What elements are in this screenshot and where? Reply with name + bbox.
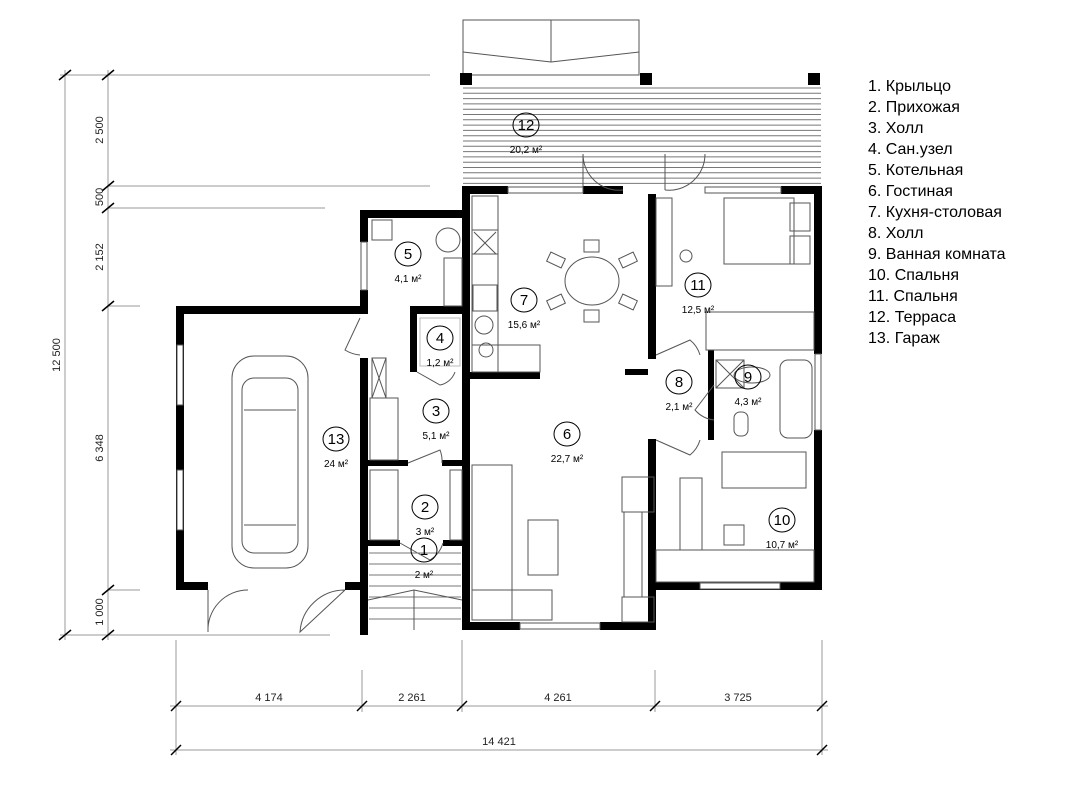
room-number: 9 xyxy=(744,369,752,386)
legend-item: 11. Спальня xyxy=(868,288,958,305)
legend-item: 4. Сан.узел xyxy=(868,141,953,158)
room-label-8: 8 2,1 м² xyxy=(665,369,694,413)
legend-item: 2. Прихожая xyxy=(868,99,960,116)
terrace xyxy=(460,19,821,184)
car-icon xyxy=(231,355,309,569)
room-label-13: 13 24 м² xyxy=(322,426,350,470)
dim-h-4: 3 725 xyxy=(724,692,752,704)
room-number: 8 xyxy=(675,374,683,391)
dim-total-horizontal: 14 421 xyxy=(482,736,516,748)
legend-item: 9. Ванная комната xyxy=(868,246,1006,263)
dim-h-3: 4 261 xyxy=(544,692,572,704)
room-area: 3 м² xyxy=(416,527,435,538)
room-label-3: 3 5,1 м² xyxy=(422,398,451,442)
furniture xyxy=(231,195,815,623)
room-area: 4,1 м² xyxy=(395,274,423,285)
legend-item: 1. Крыльцо xyxy=(868,78,952,95)
legend-item: 6. Гостиная xyxy=(868,183,953,200)
dim-h-2: 2 261 xyxy=(398,692,426,704)
room-label-6: 6 22,7 м² xyxy=(551,421,584,465)
room-area: 24 м² xyxy=(324,459,349,470)
room-area: 20,2 м² xyxy=(510,145,543,156)
room-number: 6 xyxy=(563,426,571,443)
room-label-1: 1 2 м² xyxy=(410,537,438,581)
legend-item: 12. Терраса xyxy=(868,309,957,326)
entrance-stairs xyxy=(367,552,463,630)
legend-item: 13. Гараж xyxy=(868,330,940,347)
room-number: 10 xyxy=(774,512,791,529)
room-label-4: 4 1,2 м² xyxy=(426,325,455,369)
room-label-5: 5 4,1 м² xyxy=(394,241,423,285)
doors xyxy=(207,153,715,634)
room-area: 2,1 м² xyxy=(666,402,694,413)
room-area: 15,6 м² xyxy=(508,320,541,331)
room-number: 12 xyxy=(518,117,535,134)
dim-h-1: 4 174 xyxy=(255,692,283,704)
room-area: 1,2 м² xyxy=(427,358,455,369)
vertical-dimensions: 12 500 2 500 500 2 152 6 348 1 000 xyxy=(51,69,430,641)
legend-item: 7. Кухня-столовая xyxy=(868,204,1002,221)
room-number: 13 xyxy=(328,431,345,448)
room-area: 5,1 м² xyxy=(423,431,451,442)
room-number: 4 xyxy=(436,330,444,347)
room-number: 7 xyxy=(520,292,528,309)
room-area: 12,5 м² xyxy=(682,305,715,316)
dim-v-5: 1 000 xyxy=(94,598,106,626)
dim-v-4: 6 348 xyxy=(94,434,106,462)
pot-icon xyxy=(723,524,745,546)
room-number: 3 xyxy=(432,403,440,420)
room-area: 22,7 м² xyxy=(551,454,584,465)
room-number: 1 xyxy=(420,542,428,559)
room-label-2: 2 3 м² xyxy=(411,494,439,538)
dining-table xyxy=(564,256,620,306)
legend-item: 5. Котельная xyxy=(868,162,964,179)
room-number: 11 xyxy=(690,277,706,294)
legend-item: 10. Спальня xyxy=(868,267,959,284)
dim-v-2: 500 xyxy=(94,188,106,206)
room-area: 10,7 м² xyxy=(766,540,799,551)
room-legend: 1. Крыльцо 2. Прихожая 3. Холл 4. Сан.узел 5… xyxy=(868,76,1006,349)
legend-item: 3. Холл xyxy=(868,120,924,137)
room-labels: 1 2 м² 2 3 м² 3 5,1 м² 4 1,2 м² 5 4,1 м² 6 22,7 м² 7… xyxy=(322,112,799,581)
legend-item: 8. Холл xyxy=(868,225,924,242)
room-number: 2 xyxy=(421,499,429,516)
windows xyxy=(176,186,822,630)
room-label-10: 10 10,7 м² xyxy=(766,507,799,551)
room-number: 5 xyxy=(404,246,412,263)
room-label-12: 12 20,2 м² xyxy=(510,112,543,156)
dim-v-3: 2 152 xyxy=(94,243,106,271)
room-label-11: 11 12,5 м² xyxy=(682,272,715,316)
room-area: 2 м² xyxy=(415,570,434,581)
room-area: 4,3 м² xyxy=(735,397,763,408)
dim-v-1: 2 500 xyxy=(94,116,106,144)
dim-total-vertical: 12 500 xyxy=(51,338,63,372)
room-label-7: 7 15,6 м² xyxy=(508,287,541,331)
room-label-9: 9 4,3 м² xyxy=(734,364,763,408)
horizontal-dimensions: 4 174 2 261 4 261 3 725 14 421 xyxy=(170,640,828,756)
